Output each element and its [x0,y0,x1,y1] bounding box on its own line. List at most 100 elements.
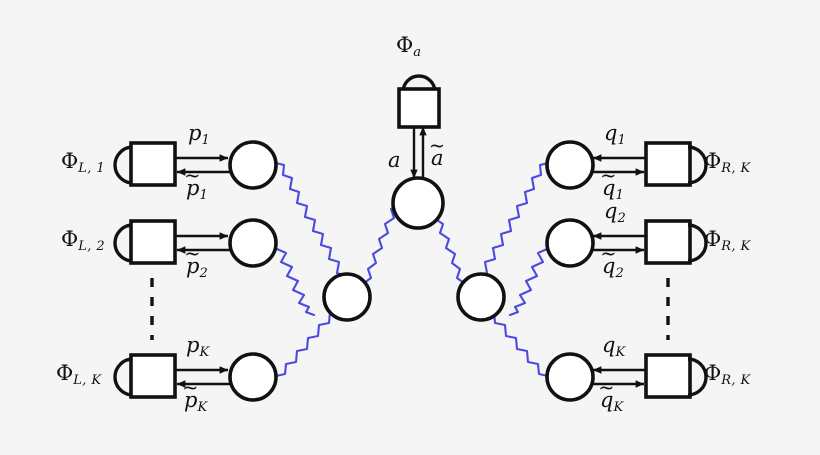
mode-a-label: a [388,150,401,171]
right-source-2-label: ΦR, K [704,227,751,253]
left-2-phi-subscript: L, 2 [78,238,106,254]
tilde-mark: ~ [184,242,201,266]
right-k-mode-q-tilde-label: ~qK [598,378,624,414]
right-source-1-handle-arc [687,145,708,185]
right-2-phi-glyph: Φ [704,227,722,251]
right-1-q-subscript: 1 [617,132,627,148]
node-right-1 [545,140,595,190]
right-1-q-glyph: q [604,121,618,145]
right-k-q-tilde-glyph: q [600,388,614,412]
wave-link-r1-hub [470,161,550,289]
node-left-2 [228,218,278,268]
central-phi-subscript: a [413,44,422,60]
right-source-1-label: ΦR, K [704,149,751,175]
central-source-box [397,87,441,129]
right-source-2-handle-arc [687,223,708,263]
right-2-q-subscript: 2 [617,210,627,226]
left-1-p-tilde-subscript: 1 [199,187,209,203]
wave-link-l2-hub [275,247,316,317]
right-2-q-glyph: q [604,199,618,223]
left-source-k-label: ΦL, K [56,361,101,387]
left-k-p-tilde-glyph: p [184,388,198,412]
left-source-2-box [129,219,177,265]
left-2-p-tilde-glyph: p [186,254,200,278]
node-hub-right [456,272,506,322]
right-k-phi-subscript: R, K [721,372,751,388]
mode-a-tilde-glyph: a [431,146,444,170]
left-source-1-handle-arc [113,145,134,185]
right-k-phi-glyph: Φ [704,361,722,385]
left-k-p-subscript: K [199,344,210,360]
central-source-handle-arc [401,74,437,93]
tilde-mark: ~ [600,164,617,188]
node-right-k [545,352,595,402]
left-1-mode-p-label: p1 [188,121,210,147]
left-2-phi-glyph: Φ [61,227,79,251]
right-2-mode-q-tilde-label: ~q2 [600,244,624,280]
right-source-1-box [644,141,692,187]
right-2-q-tilde-wrap: ~q [600,244,616,278]
left-k-phi-glyph: Φ [56,361,74,385]
left-1-p-tilde-glyph: p [186,176,200,200]
tilde-mark: ~ [428,134,446,158]
right-k-q-tilde-wrap: ~q [598,378,614,412]
right-2-phi-subscript: R, K [721,238,751,254]
left-source-1-label: ΦL, 1 [61,149,105,175]
right-k-q-glyph: q [602,333,616,357]
left-source-k-handle-arc [113,357,134,397]
right-k-mode-q-label: qK [602,333,626,359]
left-source-k-box [129,353,177,399]
left-1-phi-glyph: Φ [61,149,79,173]
right-1-mode-q-tilde-label: ~q1 [600,166,624,202]
left-2-p-tilde-wrap: ~p [184,244,200,278]
right-source-k-box [644,353,692,399]
right-1-q-tilde-subscript: 1 [615,187,625,203]
wave-link-l1-hub [274,161,354,289]
central-source-label: Φa [396,33,421,59]
central-phi-glyph: Φ [396,33,414,57]
left-2-p-tilde-subscript: 2 [199,265,209,281]
left-1-p-subscript: 1 [201,132,211,148]
right-source-k-handle-arc [687,357,708,397]
left-1-p-glyph: p [188,121,202,145]
right-2-q-tilde-subscript: 2 [615,265,625,281]
right-1-phi-glyph: Φ [704,149,722,173]
left-k-phi-subscript: L, K [73,372,102,388]
left-1-phi-subscript: L, 1 [78,160,106,176]
right-1-phi-subscript: R, K [721,160,751,176]
right-k-q-subscript: K [615,344,626,360]
mode-a-glyph: a [388,148,401,172]
left-k-p-tilde-wrap: ~p [182,378,198,412]
left-source-2-handle-arc [113,223,134,263]
tilde-mark: ~ [182,376,199,400]
node-right-2 [545,218,595,268]
mode-a-tilde-wrap: ~a [429,136,445,170]
tilde-mark: ~ [600,242,617,266]
right-1-q-tilde-glyph: q [602,176,616,200]
wave-link-r2-hub [508,247,549,317]
left-1-p-tilde-wrap: ~p [184,166,200,200]
node-center-top [391,176,445,230]
left-source-1-box [129,141,177,187]
node-hub-left [322,272,372,322]
tilde-mark: ~ [598,376,615,400]
right-2-q-tilde-glyph: q [602,254,616,278]
left-source-2-label: ΦL, 2 [61,227,105,253]
node-left-1 [228,140,278,190]
right-1-q-tilde-wrap: ~q [600,166,616,200]
right-source-2-box [644,219,692,265]
left-k-p-tilde-subscript: K [197,399,208,415]
right-k-q-tilde-subscript: K [613,399,624,415]
mode-a-tilde-label: ~a [429,136,445,170]
node-left-k [228,352,278,402]
left-1-mode-p-tilde-label: ~p1 [184,166,208,202]
left-k-mode-p-label: pK [186,335,210,359]
right-2-mode-q-label: q2 [604,199,626,225]
right-1-mode-q-label: q1 [604,121,626,147]
tilde-mark: ~ [184,164,201,188]
right-source-k-label: ΦR, K [704,361,751,387]
left-2-mode-p-tilde-label: ~p2 [184,244,208,280]
